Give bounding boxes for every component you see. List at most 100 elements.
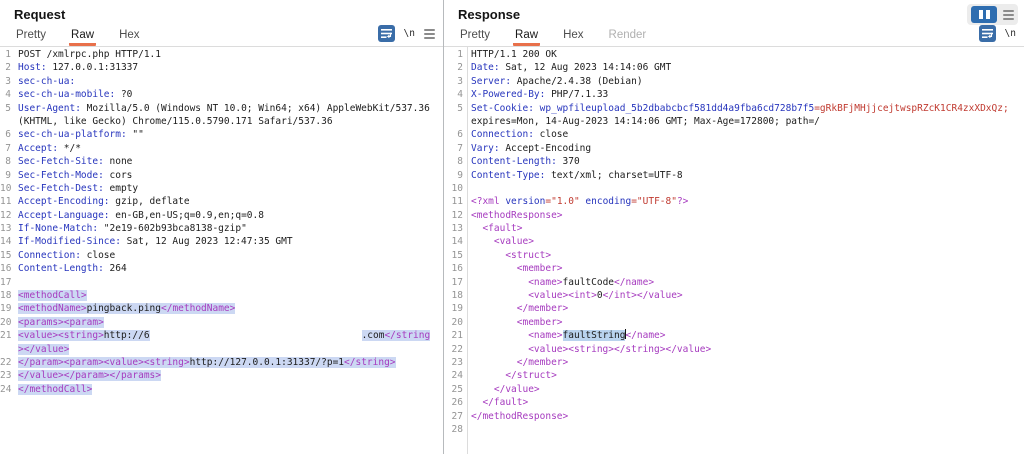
line-number: 9 [5, 169, 11, 181]
soft-wrap-button[interactable] [377, 25, 395, 42]
code-line: 16 <member> [444, 262, 1024, 275]
layout-menu-icon[interactable] [1003, 9, 1014, 20]
line-number: 3 [457, 75, 463, 87]
columns-icon [978, 10, 983, 19]
line-content: </value></param></params> [18, 370, 161, 382]
code-line: 22 <value><string></string></value> [444, 343, 1024, 356]
code-line: 24 </struct> [444, 369, 1024, 382]
line-content: Connection: close [471, 129, 569, 141]
request-tab-hex[interactable]: Hex [119, 29, 140, 41]
code-line: 24</methodCall> [0, 383, 443, 396]
line-content [471, 423, 1024, 436]
code-line: 15 <struct> [444, 249, 1024, 262]
response-tab-hex[interactable]: Hex [563, 29, 584, 41]
code-line: 17 [0, 276, 443, 289]
code-line: 28 [444, 423, 1024, 436]
request-tab-pretty[interactable]: Pretty [16, 29, 47, 41]
code-line: 6 sec-ch-ua-platform: "" [0, 128, 443, 141]
line-content: </fault> [482, 397, 529, 409]
code-line: 10 [444, 182, 1024, 195]
line-content: Accept: */* [18, 142, 81, 154]
code-line: 12<methodResponse> [444, 209, 1024, 222]
line-number: 10 [451, 182, 463, 194]
line-content: <name>faultCode</name> [528, 276, 655, 288]
line-number: 12 [451, 209, 463, 221]
line-content: <value> [493, 236, 534, 248]
line-number: 8 [457, 156, 463, 168]
line-number: 9 [457, 169, 463, 181]
code-line: 9 Sec-Fetch-Mode: cors [0, 169, 443, 182]
line-number: 1 [5, 49, 11, 60]
line-number: 7 [5, 142, 11, 154]
line-content: Sec-Fetch-Mode: cors [18, 169, 133, 181]
request-header: Request [0, 0, 443, 26]
code-line: 21<value><string>http://6.com</string [0, 329, 443, 343]
line-content: <params><param> [18, 316, 104, 328]
code-line: expires=Mon, 14-Aug-2023 14:14:06 GMT; M… [444, 115, 1024, 128]
response-tab-raw[interactable]: Raw [513, 29, 541, 46]
line-content: </member> [516, 356, 569, 368]
response-title: Response [458, 7, 521, 22]
line-number: 4 [5, 89, 11, 101]
line-content: </member> [516, 303, 569, 315]
line-content [471, 182, 1024, 195]
line-content: <name>faultString</name> [528, 329, 666, 342]
line-number: 2 [457, 62, 463, 74]
newline-toggle[interactable]: \n [403, 28, 415, 39]
line-content: Content-Length: 264 [18, 263, 127, 275]
request-tab-controls: \n [377, 25, 435, 46]
line-content: Content-Length: 370 [471, 156, 580, 168]
line-content: sec-ch-ua-platform: "" [18, 129, 144, 141]
line-number: 28 [451, 423, 463, 435]
line-content: Host: 127.0.0.1:31337 [18, 62, 139, 74]
line-number: 22 [0, 356, 12, 368]
line-number: 13 [0, 223, 12, 235]
line-content: <value><string>http://6.com</string [18, 329, 431, 343]
line-number: 3 [5, 75, 11, 87]
code-line: (KHTML, like Gecko) Chrome/115.0.5790.17… [0, 115, 443, 128]
line-number: 11 [0, 196, 12, 208]
line-number: 6 [5, 129, 11, 141]
request-menu-icon[interactable] [424, 28, 435, 39]
soft-wrap-button[interactable] [978, 25, 996, 42]
line-content: </param><param><value><string>http://127… [18, 356, 396, 368]
newline-toggle[interactable]: \n [1004, 28, 1016, 39]
line-number: 27 [451, 410, 463, 422]
line-number: 14 [0, 236, 12, 248]
line-number [0, 343, 11, 356]
line-number: 24 [0, 383, 12, 395]
line-number: 14 [451, 236, 463, 248]
line-number: 15 [451, 249, 463, 261]
split-columns-button[interactable] [971, 6, 997, 23]
text-cursor [625, 329, 627, 340]
line-content: <methodName>pingback.ping</methodName> [18, 303, 236, 315]
line-content: </methodResponse> [471, 410, 569, 422]
request-tabbar: Pretty Raw Hex \n [0, 25, 443, 47]
response-tab-render[interactable]: Render [608, 29, 647, 41]
view-layout-controls [967, 4, 1018, 25]
line-content: <fault> [482, 223, 523, 235]
response-tab-pretty[interactable]: Pretty [460, 29, 491, 41]
line-number: 12 [0, 209, 12, 221]
request-tab-raw[interactable]: Raw [69, 29, 97, 46]
line-number: 4 [457, 89, 463, 101]
line-number: 24 [451, 370, 463, 382]
code-line: 26 </fault> [444, 396, 1024, 409]
line-number: 19 [451, 303, 463, 315]
request-title: Request [14, 7, 66, 22]
